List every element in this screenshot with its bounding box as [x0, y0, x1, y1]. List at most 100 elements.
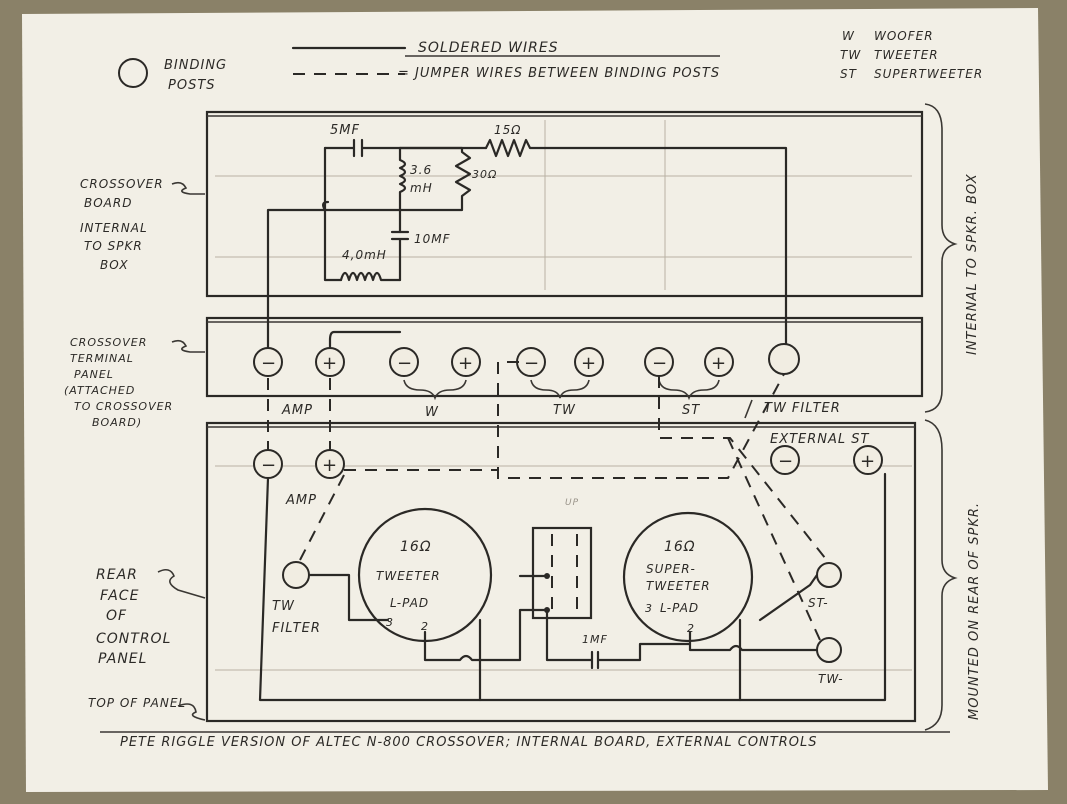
terminal-label-amp: AMP — [281, 403, 313, 418]
panel-external-st-minus-sign: − — [778, 451, 794, 472]
supertweeter-pad: L-PAD — [660, 601, 699, 615]
ind-36-label-1: 3.6 — [410, 163, 432, 177]
legend-st-name: SUPERTWEETER — [874, 67, 983, 81]
panel-amp-minus-sign: − — [261, 455, 277, 476]
output-tw-minus-label: TW- — [818, 672, 844, 686]
terminal-tw-minus[interactable]: − — [516, 347, 546, 377]
output-tw-minus[interactable] — [816, 637, 842, 663]
terminal-panel-label-5: TO CROSSOVER — [74, 400, 173, 413]
rear-face-label: REAR FACE OF CONTROL PANEL — [96, 567, 206, 667]
legend-binding-label-2: POSTS — [168, 78, 216, 93]
brace-internal — [924, 103, 958, 413]
switch-up-label: UP — [565, 498, 579, 508]
terminal-tw-filter[interactable] — [768, 343, 800, 375]
paper-sheet — [22, 8, 1048, 792]
terminal-label-tw: TW — [553, 403, 576, 418]
panel-external-st-minus[interactable]: − — [770, 445, 800, 475]
top-of-panel-arrow — [177, 703, 206, 721]
brace-st — [658, 379, 720, 401]
crossover-board-label-2: BOARD — [84, 196, 132, 210]
control-panel-box — [205, 421, 917, 723]
res-15-label: 15Ω — [494, 123, 521, 137]
rear-face-label-2: FACE — [100, 588, 139, 604]
terminal-label-st: ST — [682, 403, 700, 418]
legend-st-code: ST — [840, 67, 858, 81]
switch-body[interactable] — [531, 526, 593, 620]
legend-w-code: W — [842, 29, 855, 43]
panel-tw-filter-label-2: FILTER — [272, 621, 321, 636]
terminal-w-plus-sign: + — [458, 353, 474, 374]
output-st-minus[interactable] — [816, 562, 842, 588]
terminal-posts: − + − + − + − + — [253, 343, 800, 377]
terminal-amp-plus-sign: + — [322, 353, 338, 374]
terminal-amp-plus[interactable]: + — [315, 347, 345, 377]
supertweeter-t2: 2 — [687, 622, 695, 635]
panel-amp-plus-sign: + — [322, 455, 338, 476]
panel-external-st-plus[interactable]: + — [853, 445, 883, 475]
supertweeter-lpad-control[interactable] — [622, 511, 754, 643]
legend-tw-name: TWEETER — [874, 48, 939, 62]
panel-amp-plus[interactable]: + — [315, 449, 345, 479]
crossover-board-label-1: CROSSOVER — [80, 177, 164, 191]
rear-face-label-4: CONTROL — [96, 631, 171, 647]
panel-external-st-plus-sign: + — [860, 451, 876, 472]
terminal-w-plus[interactable]: + — [451, 347, 481, 377]
ind-36-label-2: mH — [410, 181, 433, 195]
rear-face-label-5: PANEL — [98, 651, 147, 667]
panel-amp-minus[interactable]: − — [253, 449, 283, 479]
tweeter-ohms: 16Ω — [400, 539, 432, 555]
crossover-circuit: 5MF 15Ω 3.6 mH 30Ω 10MF 4,0mH — [266, 123, 788, 350]
terminal-st-plus-sign: + — [711, 353, 727, 374]
supertweeter-name-2: TWEETER — [646, 579, 711, 593]
terminal-st-minus-sign: − — [652, 353, 668, 374]
crossover-board-label-5: BOX — [100, 258, 129, 272]
terminal-st-minus[interactable]: − — [644, 347, 674, 377]
ind-40-label: 4,0mH — [342, 248, 387, 262]
legend-soldered-label: SOLDERED WIRES — [418, 40, 559, 56]
terminal-w-minus-sign: − — [397, 353, 413, 374]
terminal-panel-label-2: TERMINAL — [70, 352, 134, 365]
terminal-tw-plus[interactable]: + — [574, 347, 604, 377]
footer-title: PETE RIGGLE VERSION OF ALTEC N-800 CROSS… — [120, 735, 817, 750]
panel-label-external-st: EXTERNAL ST — [770, 432, 870, 447]
terminal-amp-minus[interactable]: − — [253, 347, 283, 377]
res-30-label: 30Ω — [472, 168, 497, 181]
supertweeter-t3: 3 — [645, 602, 653, 615]
crossover-board-box — [205, 110, 924, 298]
terminal-panel-label: CROSSOVER TERMINAL PANEL (ATTACHED TO CR… — [64, 336, 205, 429]
crossover-board-label-3: INTERNAL — [80, 221, 148, 235]
tweeter-t3: 3 — [386, 616, 394, 629]
label-mounted-on-rear: MOUNTED ON REAR OF SPKR. — [967, 502, 982, 720]
brace-tw — [530, 379, 590, 399]
terminal-w-minus[interactable]: − — [389, 347, 419, 377]
label-internal-to-spkr-box: INTERNAL TO SPKR. BOX — [965, 173, 980, 355]
tweeter-pad: L-PAD — [390, 596, 429, 610]
terminal-tw-minus-sign: − — [524, 353, 540, 374]
terminal-panel-box — [205, 316, 924, 398]
legend-tw-code: TW — [840, 48, 861, 62]
jumper-wires — [267, 361, 830, 641]
cap-10mf-label: 10MF — [414, 232, 451, 246]
legend-binding-label-1: BINDING — [164, 58, 227, 73]
legend: BINDING POSTS SOLDERED WIRES = JUMPER WI… — [118, 29, 983, 93]
terminal-label-w: W — [425, 405, 439, 420]
tweeter-name: TWEETER — [376, 569, 441, 583]
terminal-tw-plus-sign: + — [581, 353, 597, 374]
panel-label-amp: AMP — [285, 493, 317, 508]
terminal-panel-label-1: CROSSOVER — [70, 336, 147, 349]
terminal-panel-label-3: PANEL — [74, 368, 114, 381]
brace-mounted — [924, 419, 958, 731]
terminal-st-plus[interactable]: + — [704, 347, 734, 377]
supertweeter-name-1: SUPER- — [646, 562, 696, 576]
output-st-minus-label: ST- — [808, 596, 829, 610]
top-of-panel-label: TOP OF PANEL — [88, 696, 186, 710]
cap-1mf-label: 1MF — [582, 633, 608, 646]
brace-w — [403, 379, 467, 401]
control-panel: − + AMP − + EXTERNAL ST TW FILTER 16Ω TW… — [253, 432, 887, 702]
terminal-amp-minus-sign: − — [261, 353, 277, 374]
panel-tw-filter-post[interactable] — [282, 561, 310, 589]
cap-5mf-label: 5MF — [330, 123, 360, 138]
section-boxes — [205, 110, 924, 723]
rear-face-label-1: REAR — [96, 567, 138, 583]
